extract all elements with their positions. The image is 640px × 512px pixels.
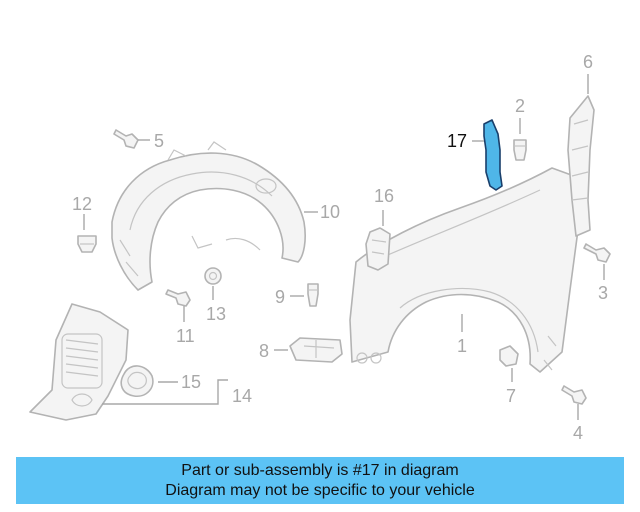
fastener-13-nut[interactable] xyxy=(204,267,222,285)
callout-3: 3 xyxy=(598,283,608,303)
banner-line-disclaimer: Diagram may not be specific to your vehi… xyxy=(165,481,475,499)
callout-13: 13 xyxy=(206,304,226,324)
fastener-5[interactable] xyxy=(113,129,139,149)
callout-17: 17 xyxy=(447,131,467,151)
banner-line-part: Part or sub-assembly is #17 in diagram xyxy=(181,461,459,479)
fastener-12-clip[interactable] xyxy=(77,235,97,253)
fastener-4-bolt[interactable] xyxy=(561,385,587,405)
callout-12: 12 xyxy=(72,194,92,214)
callout-6: 6 xyxy=(583,52,593,72)
callout-4: 4 xyxy=(573,423,583,443)
callout-7: 7 xyxy=(506,386,516,406)
fastener-7-nut[interactable] xyxy=(499,345,519,367)
fastener-3-bolt[interactable] xyxy=(583,243,611,263)
part-17-molding-highlighted[interactable] xyxy=(483,119,503,191)
callout-5: 5 xyxy=(154,131,164,151)
part-15-ring[interactable] xyxy=(120,365,154,398)
callout-1: 1 xyxy=(457,336,467,356)
callout-16: 16 xyxy=(374,186,394,206)
part-10-fender-liner[interactable] xyxy=(111,141,306,291)
fastener-9-screw[interactable] xyxy=(307,283,319,307)
callout-15: 15 xyxy=(181,372,201,392)
fastener-2-screw[interactable] xyxy=(513,139,527,161)
callout-10: 10 xyxy=(320,202,340,222)
callout-11: 11 xyxy=(176,326,195,346)
part-16-bracket[interactable] xyxy=(365,227,391,271)
callout-14: 14 xyxy=(232,386,252,406)
part-1-front-fender[interactable] xyxy=(349,167,579,373)
part-14-lower-shield[interactable] xyxy=(29,303,129,421)
part-6-fender-rail[interactable] xyxy=(567,95,595,237)
leader-lines xyxy=(83,74,605,420)
callout-2: 2 xyxy=(515,96,525,116)
parts-diagram: 5 10 12 13 11 9 8 15 14 16 1 2 6 3 7 4 1… xyxy=(29,52,611,443)
callout-9: 9 xyxy=(275,287,285,307)
part-8-bracket[interactable] xyxy=(289,337,343,363)
callout-8: 8 xyxy=(259,341,269,361)
info-banner: Part or sub-assembly is #17 in diagram D… xyxy=(16,457,624,504)
fastener-11-bolt[interactable] xyxy=(165,289,191,307)
